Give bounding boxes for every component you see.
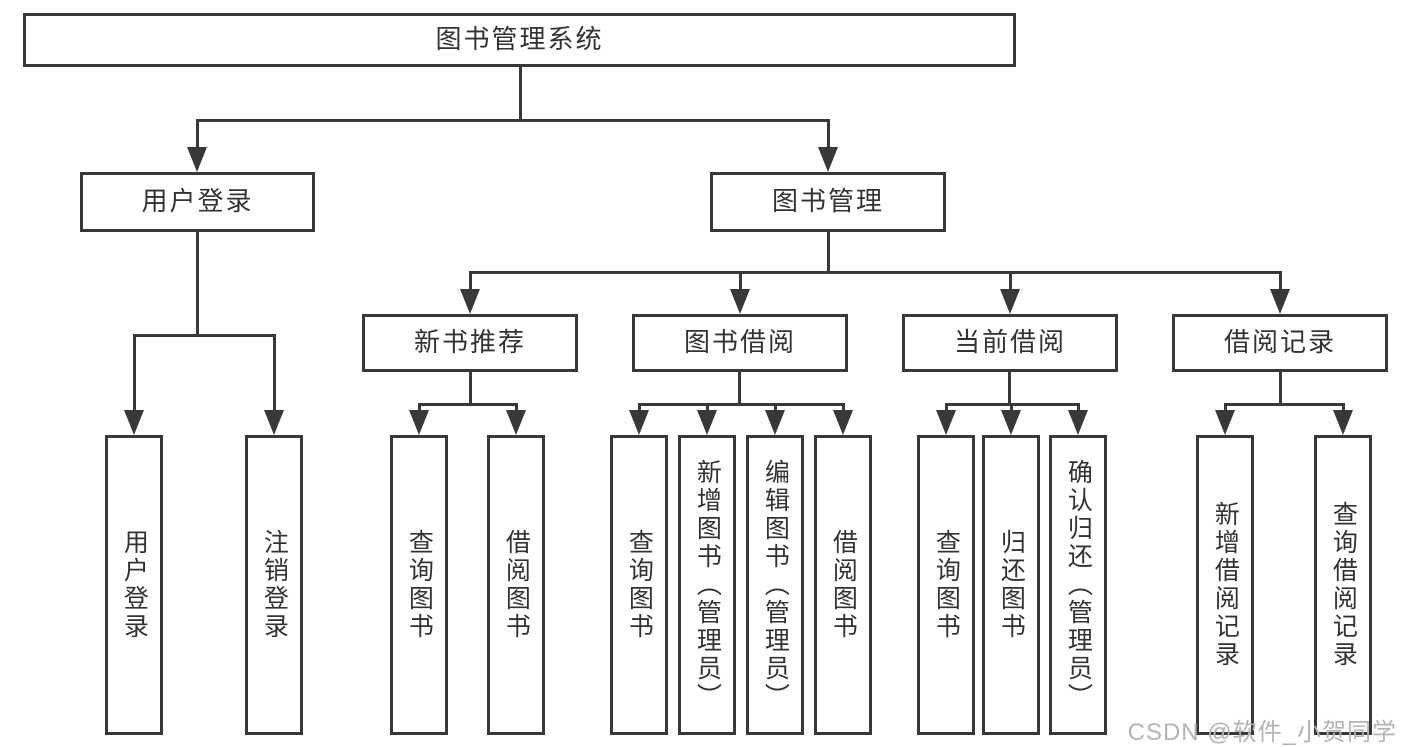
leaf-confirm-return-admin: 确认归还（管理员） (1049, 435, 1107, 735)
arrow-down-icon (506, 410, 526, 435)
connector-stem-leaf (774, 403, 777, 415)
connector-stem-user-login (196, 119, 199, 152)
connector-stem-leaf (1342, 403, 1345, 415)
node-borrow-record: 借阅记录 (1172, 314, 1388, 372)
arrow-down-icon (187, 147, 207, 172)
connector-new-book-stem (469, 372, 472, 406)
connector-book-management-rail (469, 271, 1281, 274)
arrow-down-icon (409, 410, 429, 435)
connector-stem-leaf (1010, 403, 1013, 415)
leaf-add-borrow-record: 新增借阅记录 (1196, 435, 1254, 735)
connector-stem-leaf (1077, 403, 1080, 415)
node-new-book-recommend: 新书推荐 (362, 314, 578, 372)
leaf-query-book-current: 查询图书 (917, 435, 975, 735)
arrow-down-icon (1215, 410, 1235, 435)
connector-root-stem (519, 67, 522, 122)
arrow-down-icon (629, 410, 649, 435)
arrow-down-icon (833, 410, 853, 435)
leaf-edit-book-admin: 编辑图书（管理员） (746, 435, 804, 735)
arrow-down-icon (124, 410, 144, 435)
connector-stem-current-borrow (1009, 271, 1012, 294)
leaf-query-book-recommend: 查询图书 (390, 435, 448, 735)
node-book-management: 图书管理 (710, 172, 946, 232)
connector-borrow-record-stem (1279, 372, 1282, 406)
leaf-query-borrow-record: 查询借阅记录 (1314, 435, 1372, 735)
arrow-down-icon (697, 410, 717, 435)
arrow-down-icon (1000, 289, 1020, 314)
node-user-login: 用户登录 (80, 172, 315, 232)
leaf-query-book-borrow: 查询图书 (610, 435, 668, 735)
arrow-down-icon (264, 410, 284, 435)
connector-stem-leaf (1224, 403, 1227, 415)
connector-stem-leaf (706, 403, 709, 415)
connector-book-borrow-stem (738, 372, 741, 406)
connector-borrow-record-rail (1224, 403, 1344, 406)
connector-book-borrow-rail (638, 403, 844, 406)
connector-current-borrow-stem (1008, 372, 1011, 406)
arrow-down-icon (765, 410, 785, 435)
arrow-down-icon (730, 289, 750, 314)
connector-root-rail (196, 119, 830, 122)
arrow-down-icon (1333, 410, 1353, 435)
connector-stem-leaf (638, 403, 641, 415)
leaf-add-book-admin: 新增图书（管理员） (678, 435, 736, 735)
connector-stem-leaf (515, 403, 518, 415)
arrow-down-icon (1270, 289, 1290, 314)
node-current-borrow: 当前借阅 (902, 314, 1118, 372)
csdn-watermark: CSDN @软件_小贺同学 (1127, 719, 1397, 746)
connector-user-login-stem (196, 232, 199, 337)
connector-book-management-stem (827, 232, 830, 274)
connector-user-login-rail (133, 334, 276, 337)
connector-stem-leaf (945, 403, 948, 415)
leaf-logout: 注销登录 (245, 435, 303, 735)
connector-stem-leaf-logout (273, 334, 276, 415)
leaf-user-login: 用户登录 (105, 435, 163, 735)
leaf-borrow-book-recommend: 借阅图书 (487, 435, 545, 735)
leaf-return-book: 归还图书 (982, 435, 1040, 735)
connector-new-book-rail (418, 403, 517, 406)
arrow-down-icon (1001, 410, 1021, 435)
connector-stem-borrow-record (1279, 271, 1282, 294)
arrow-down-icon (936, 410, 956, 435)
arrow-down-icon (1068, 410, 1088, 435)
connector-stem-leaf (418, 403, 421, 415)
arrow-down-icon (818, 147, 838, 172)
connector-stem-leaf (842, 403, 845, 415)
arrow-down-icon (460, 289, 480, 314)
connector-stem-book-borrow (739, 271, 742, 294)
connector-stem-book-management (827, 119, 830, 152)
node-library-management-system: 图书管理系统 (23, 13, 1016, 67)
connector-stem-new-book (469, 271, 472, 294)
connector-stem-leaf-user-login (133, 334, 136, 415)
node-book-borrow: 图书借阅 (632, 314, 848, 372)
leaf-borrow-book: 借阅图书 (814, 435, 872, 735)
